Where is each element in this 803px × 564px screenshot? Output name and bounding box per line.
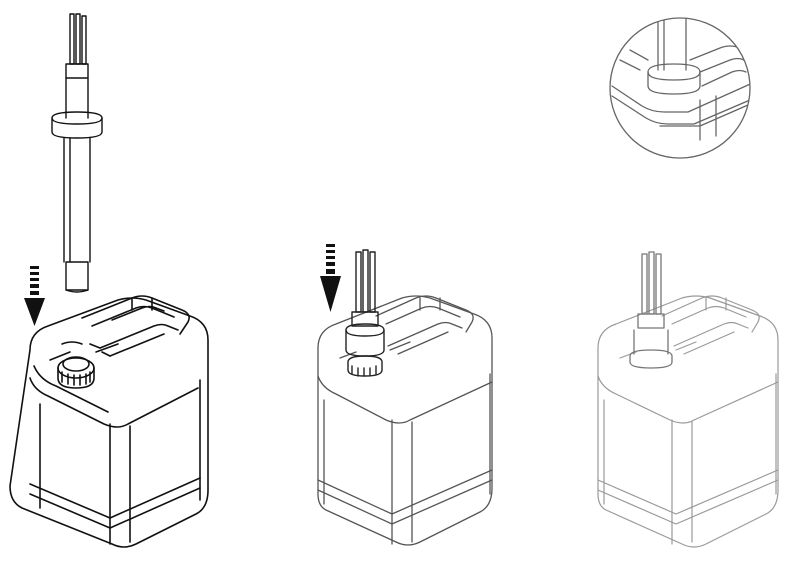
step-1-group <box>9 13 209 548</box>
detail-magnifier-circle-icon <box>609 17 751 159</box>
dip-tube-probe-icon <box>51 13 103 293</box>
canister-icon <box>597 295 779 548</box>
dip-tube-probe-icon <box>345 249 385 377</box>
canister-icon <box>9 295 209 548</box>
canister-icon <box>317 295 493 546</box>
dip-tube-probe-icon <box>629 251 673 369</box>
down-arrow-icon <box>320 244 341 312</box>
step-2-group <box>317 244 493 546</box>
step-3-group <box>597 17 779 548</box>
down-arrow-icon <box>24 266 45 326</box>
